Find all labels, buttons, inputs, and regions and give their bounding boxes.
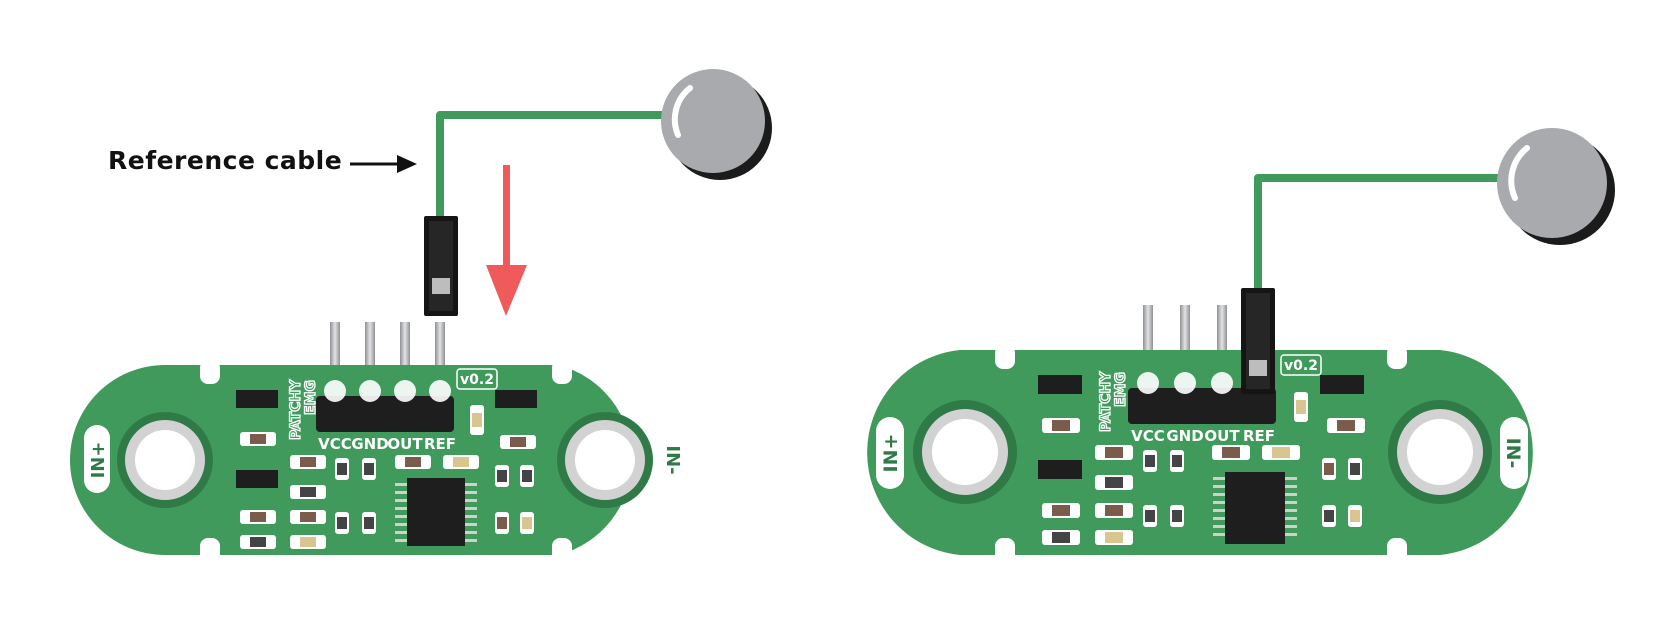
in-plus-pad <box>84 425 110 493</box>
in-plus-label: IN+ <box>88 442 109 479</box>
pin-label-gnd: GND <box>1166 427 1203 445</box>
pin-header-block <box>1128 388 1276 424</box>
pcb <box>867 350 1533 555</box>
pin-label-out: OUT <box>1204 427 1240 445</box>
components <box>1038 375 1365 545</box>
in-plus-pad <box>876 417 904 489</box>
brand-patchy: PATCHY <box>288 379 304 440</box>
in-minus-pad <box>1500 417 1528 489</box>
pin-label-vcc: VCC <box>1131 427 1165 445</box>
in-minus-pad <box>660 425 686 493</box>
reference-cable-label: Reference cable <box>108 146 343 175</box>
pcb <box>70 365 632 555</box>
pin-label-out: OUT <box>387 435 423 453</box>
notch <box>1387 538 1407 562</box>
electrode <box>1497 128 1615 245</box>
board-right: IN+ IN- VCC GND OUT REF PATCHY EMG v0.2 <box>867 128 1615 562</box>
ic-chip <box>1225 472 1285 544</box>
notch <box>200 538 220 562</box>
reference-cable <box>436 111 665 220</box>
snap-hole-left <box>117 412 213 508</box>
header-pins <box>330 322 445 402</box>
brand-patchy: PATCHY <box>1098 371 1114 432</box>
snap-hole-left <box>913 400 1017 504</box>
in-minus-label: IN- <box>662 445 683 474</box>
insert-direction-arrow <box>486 165 527 316</box>
version-box <box>456 368 498 390</box>
jumper-connector <box>1241 288 1275 394</box>
notch <box>995 538 1015 562</box>
pin-label-vcc: VCC <box>318 435 352 453</box>
notch <box>552 360 572 384</box>
jumper-connector <box>424 216 458 316</box>
notch <box>200 360 220 384</box>
pin-header-block <box>316 396 454 432</box>
electrode <box>661 69 772 180</box>
notch <box>1387 345 1407 369</box>
brand-emg: EMG <box>303 380 319 415</box>
annotation-arrow <box>350 155 417 173</box>
components <box>236 390 537 549</box>
brand-emg: EMG <box>1113 372 1129 407</box>
pin-label-ref: REF <box>1243 427 1275 445</box>
snap-hole-right <box>557 412 653 508</box>
in-plus-label: IN+ <box>880 434 902 473</box>
reference-cable <box>1254 174 1500 290</box>
notch <box>995 345 1015 369</box>
version-label: v0.2 <box>1284 358 1318 374</box>
version-label: v0.2 <box>460 372 494 388</box>
pin-label-ref: REF <box>424 435 456 453</box>
board-left: IN+ IN- VCC GND OUT REF PATCHY EMG v0.2 <box>70 69 772 562</box>
ic-chip <box>407 478 465 546</box>
pin-label-gnd: GND <box>351 435 388 453</box>
snap-hole-right <box>1388 400 1492 504</box>
in-minus-label: IN- <box>1502 438 1524 469</box>
notch <box>552 538 572 562</box>
version-box <box>1280 354 1322 376</box>
